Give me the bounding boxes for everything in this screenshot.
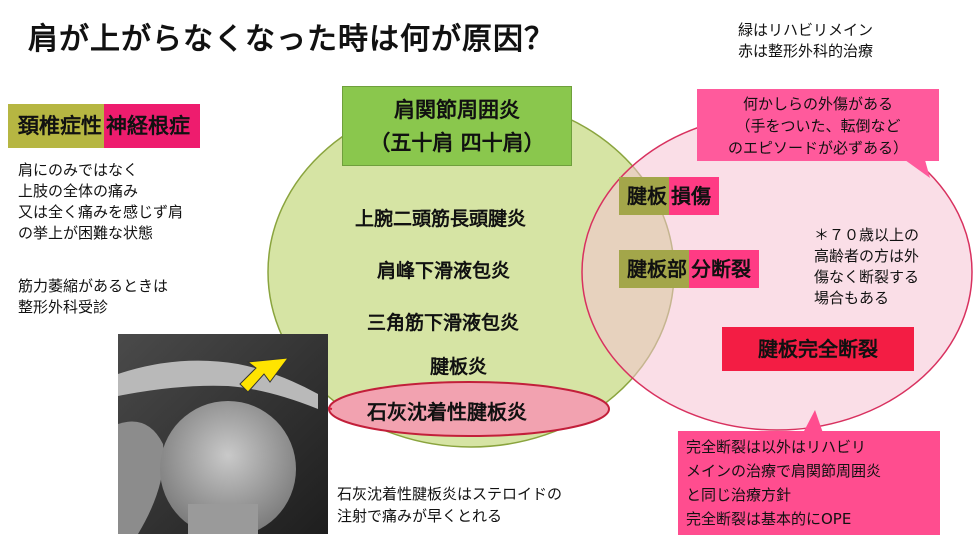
trauma-callout: 何かしらの外傷がある （手をついた、転倒など のエピソードが必ずある） — [697, 89, 939, 161]
rotator-cuff-injury-label: 腱板損傷 — [619, 177, 719, 215]
frozen-item: 腱板炎 — [430, 356, 488, 378]
calcific-tendinitis-label: 石灰沈着性腱板炎 — [367, 400, 527, 424]
elderly-note: ＊７０歳以上の 高齢者の方は外 傷なく断裂する 場合もある — [814, 226, 920, 307]
partial-tear-label: 腱板部分断裂 — [619, 250, 759, 288]
cervical-label: 頚椎症性神経根症 — [8, 104, 200, 148]
complete-tear-label: 腱板完全断裂 — [722, 327, 914, 371]
trauma-callout-tail — [905, 160, 930, 178]
frozen-item: 肩峰下滑液包炎 — [377, 260, 511, 282]
frozen-item: 三角筋下滑液包炎 — [367, 312, 520, 334]
frozen-subtitle: （五十肩 四十肩） — [369, 131, 545, 155]
cervical-label-green: 頚椎症性 — [8, 104, 104, 148]
legend-green: 緑はリハビリメイン — [738, 21, 874, 39]
calcific-note: 石灰沈着性腱板炎はステロイドの 注射で痛みが早くとれる — [337, 485, 563, 525]
rehab-callout-tail — [803, 410, 823, 433]
color-legend: 緑はリハビリメイン 赤は整形外科的治療 — [738, 20, 873, 62]
shoulder-xray-image — [118, 334, 328, 534]
treatment-callout: 完全断裂は以外はリハビリ メインの治療で肩関節周囲炎 と同じ治療方針 完全断裂は… — [678, 431, 940, 535]
cervical-description: 肩にのみではなく 上肢の全体の痛み 又は全く痛みを感じず肩 の挙上が困難な状態 — [18, 161, 184, 242]
page-title: 肩が上がらなくなった時は何が原因？ — [28, 22, 555, 57]
frozen-title: 肩関節周囲炎 — [394, 98, 520, 122]
frozen-shoulder-box: 肩関節周囲炎 （五十肩 四十肩） — [342, 86, 572, 166]
cervical-label-red: 神経根症 — [104, 104, 200, 148]
legend-red: 赤は整形外科的治療 — [738, 42, 874, 60]
frozen-item: 上腕二頭筋長頭腱炎 — [355, 208, 527, 230]
atrophy-note: 筋力萎縮があるときは 整形外科受診 — [18, 277, 169, 316]
yellow-arrow-icon — [239, 357, 290, 393]
